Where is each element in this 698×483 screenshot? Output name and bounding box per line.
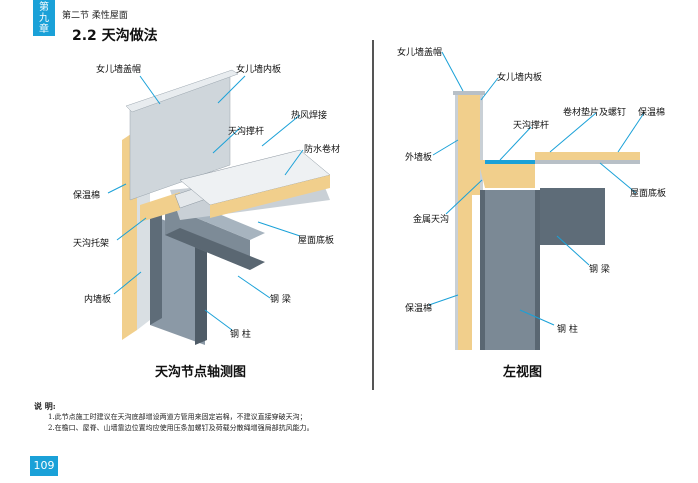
right-column-flange-left	[480, 190, 485, 350]
right-outer-wall-panel	[455, 95, 458, 350]
right-parapet-cap	[453, 91, 485, 95]
label-parapet-cap: 女儿墙盖帽	[96, 65, 142, 75]
right-figure-caption: 左视图	[503, 365, 543, 380]
label-steel-beam: 钢 梁	[270, 295, 291, 305]
parapet-cap	[125, 69, 239, 113]
label-r-roof-bottom: 屋面底板	[630, 189, 667, 199]
page-number: 109	[30, 456, 58, 476]
label-insulation: 保温棉	[73, 191, 101, 201]
right-steel-column	[485, 190, 535, 350]
chapter-char-3: 章	[39, 24, 49, 35]
label-gutter-strut: 天沟撑杆	[228, 127, 265, 137]
notes-block: 说 明: 1.此节点施工时建议在天沟底部增设两道方管用来固定岩棉，不建议直接穿破…	[34, 401, 314, 434]
label-steel-column: 钢 柱	[230, 330, 251, 340]
note-item-1: 1.此节点施工时建议在天沟底部增设两道方管用来固定岩棉，不建议直接穿破天沟；	[48, 413, 307, 421]
steel-column-web	[150, 215, 205, 345]
figure-divider	[372, 40, 374, 390]
right-leader-lines	[428, 51, 645, 326]
steel-column-flange-left	[150, 208, 162, 325]
roof-insulation	[210, 175, 330, 218]
left-leader-lines	[107, 75, 304, 331]
right-parapet-inner	[480, 95, 483, 195]
page-title: 2.2 天沟做法	[72, 28, 158, 44]
right-steel-beam	[540, 188, 605, 245]
right-parapet-insulation	[472, 95, 480, 195]
steel-beam-bottom	[165, 228, 265, 270]
label-inner-panel: 内墙板	[84, 295, 112, 305]
right-gutter-insulation	[478, 160, 535, 188]
label-r-steel-beam: 钢 梁	[589, 265, 610, 275]
gutter-insulation	[140, 192, 180, 222]
label-r-gutter-strut: 天沟撑杆	[513, 121, 550, 131]
section-label: 第二节 柔性屋面	[62, 11, 128, 21]
chapter-char-2: 九	[39, 13, 49, 24]
steel-column-flange-right	[195, 222, 207, 345]
label-hot-air-weld: 热风焊接	[291, 111, 328, 121]
label-r-insulation-top: 保温棉	[638, 108, 666, 118]
chapter-char-1: 第	[39, 2, 49, 13]
right-roof-bottom	[535, 160, 640, 164]
label-r-parapet-inner: 女儿墙内板	[497, 73, 543, 83]
right-insulation-wall	[458, 95, 472, 350]
label-roof-bottom: 屋面底板	[298, 236, 335, 246]
label-r-pad-screw: 卷材垫片及螺钉	[563, 108, 627, 118]
right-roof-insulation	[535, 152, 640, 160]
label-r-outer-panel: 外墙板	[405, 153, 433, 163]
notes-heading: 说 明:	[34, 401, 56, 411]
label-r-insulation-bottom: 保温棉	[405, 304, 433, 314]
label-r-steel-column: 钢 柱	[557, 325, 578, 335]
label-r-parapet-cap: 女儿墙盖帽	[397, 48, 443, 58]
label-parapet-inner: 女儿墙内板	[236, 65, 282, 75]
chapter-tab: 第 九 章	[33, 0, 55, 36]
left-figure-caption: 天沟节点轴测图	[155, 365, 247, 380]
note-item-2: 2.在檐口、屋脊、山墙靠边位置均应使用压条加螺钉及荷载分散绳增强局部抗风能力。	[48, 424, 314, 432]
label-gutter-bracket: 天沟托架	[73, 239, 110, 249]
label-r-metal-gutter: 金属天沟	[413, 215, 450, 225]
label-membrane: 防水卷材	[304, 145, 341, 155]
right-column-flange-right	[535, 190, 540, 350]
